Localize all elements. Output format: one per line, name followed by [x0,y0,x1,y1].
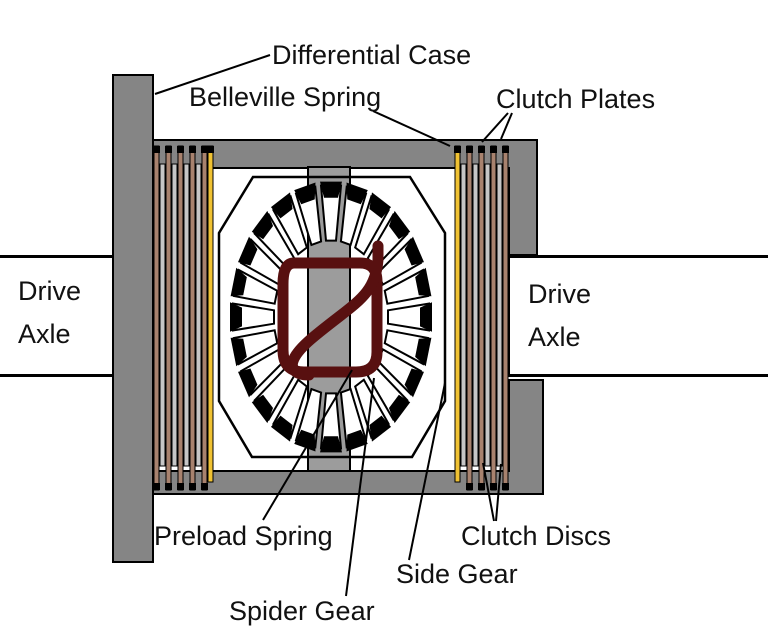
leader-clutch-discs-1 [482,462,495,522]
leader-clutch-discs-2 [495,463,502,522]
drive-axle-left [0,255,113,377]
differential-case-label: Differential Case [272,40,472,70]
drive-axle-left-line1: Drive [18,276,82,306]
disc-caps [153,146,214,490]
clutch-plate [460,163,467,467]
clutch-plate [159,163,166,467]
clutch-disc [177,145,184,491]
clutch-plate [472,163,479,467]
clutch-plates-label: Clutch Plates [496,84,656,114]
clutch-discs-label: Clutch Discs [461,521,612,551]
leader-lines [154,54,513,597]
leader-clutch-plates-2 [500,112,513,140]
drive-axle-right-line2: Axle [528,322,581,352]
clutch-plate [496,163,503,467]
clutch-pack-left [153,145,214,491]
clutch-disc [466,145,473,491]
drive-axle-left-line2: Axle [18,319,71,349]
leader-side-gear [408,382,446,561]
leader-preload-spring [262,369,353,521]
clutch-disc [189,145,196,491]
clutch-plate [195,163,202,467]
disc-caps [454,146,509,490]
drive-axle-right-label: Drive Axle [528,279,591,352]
clutch-disc [502,145,509,491]
leader-spider-gear [345,377,375,597]
belleville-spring-right [454,145,461,483]
clutch-disc [153,145,160,491]
case-left-wall [112,74,154,563]
clutch-disc [490,145,497,491]
preload-spring-label: Preload Spring [154,521,333,551]
side-gear-label: Side Gear [396,559,518,589]
spider-gear-label: Spider Gear [229,596,375,626]
leader-clutch-plates-1 [481,112,509,143]
gear-crown-outline [217,175,447,459]
clutch-disc [478,145,485,491]
preload-spring [277,240,384,381]
clutch-plate [484,163,491,467]
clutch-disc [201,145,208,491]
drive-axle-right-line1: Drive [528,279,592,309]
belleville-spring-left [207,145,214,483]
clutch-plate [171,163,178,467]
leader-belleville-spring [372,110,451,147]
clutch-disc [165,145,172,491]
clutch-plate [183,163,190,467]
belleville-spring-label: Belleville Spring [189,82,382,112]
clutch-pack-right [454,145,509,491]
leader-differential-case [154,54,271,95]
drive-axle-left-label: Drive Axle [18,276,81,349]
